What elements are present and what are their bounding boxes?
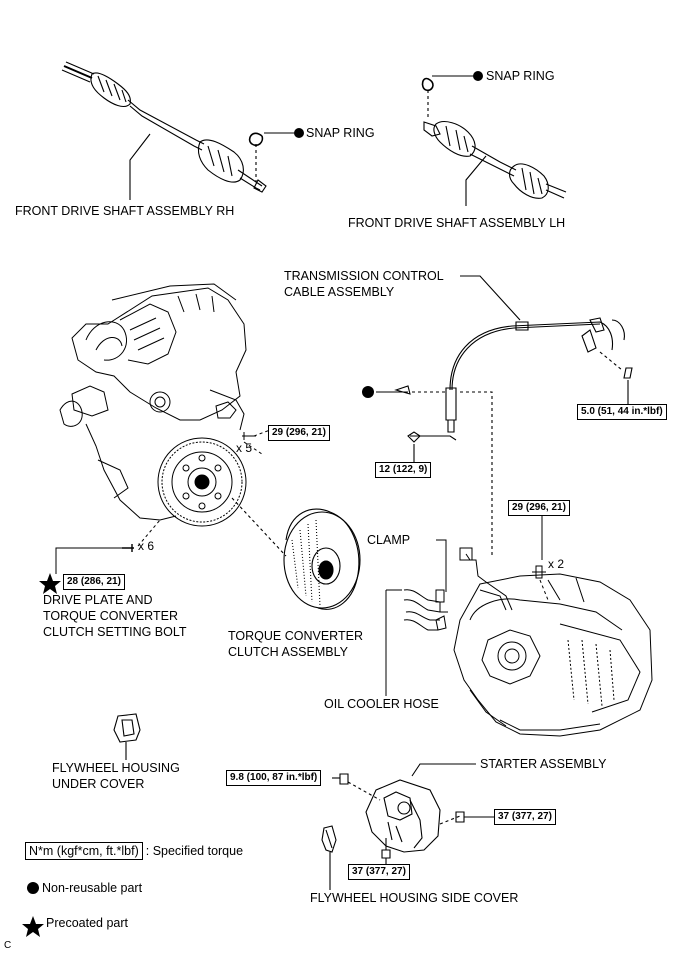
torque-28-bolt: 28 (286, 21)	[63, 574, 125, 590]
drive-plate-label-3: CLUTCH SETTING BOLT	[43, 625, 187, 639]
front-drive-shaft-lh-drawing	[421, 75, 567, 206]
transmission-cable-label-2: CABLE ASSEMBLY	[284, 285, 395, 299]
flywheel-side-cover-label: FLYWHEEL HOUSING SIDE COVER	[310, 891, 519, 905]
qty-x2: x 2	[548, 557, 565, 571]
transmission-cable-drawing	[376, 275, 633, 556]
oil-cooler-hose-label: OIL COOLER HOSE	[324, 697, 439, 711]
starter-drawing	[321, 763, 494, 890]
transmission-cable-label-1: TRANSMISSION CONTROL	[284, 269, 444, 283]
snap-ring-lh-dot	[473, 71, 483, 81]
front-drive-shaft-rh-drawing	[61, 61, 267, 200]
torque-5-bracket: 5.0 (51, 44 in.*lbf)	[577, 404, 667, 420]
legend-torque-desc: : Specified torque	[145, 844, 244, 858]
torque-37-starter-right: 37 (377, 27)	[494, 809, 556, 825]
qty-x5: x 5	[236, 441, 253, 455]
front-drive-shaft-lh-label: FRONT DRIVE SHAFT ASSEMBLY LH	[348, 216, 566, 230]
engine-drawing	[55, 283, 271, 574]
snap-ring-rh-dot	[294, 128, 304, 138]
drive-plate-label-2: TORQUE CONVERTER	[43, 609, 178, 623]
legend-non-reusable: Non-reusable part	[42, 881, 143, 895]
legend-precoated: Precoated part	[46, 916, 128, 930]
torque-converter-drawing	[231, 497, 361, 610]
legend-torque-unit: N*m (kgf*cm, ft.*lbf)	[25, 842, 143, 860]
cable-clip-dot	[362, 386, 374, 398]
corner-code: C	[4, 940, 12, 951]
legend-precoated-star-icon	[22, 916, 44, 937]
snap-ring-rh-drawing	[248, 132, 296, 182]
front-drive-shaft-rh-label: FRONT DRIVE SHAFT ASSEMBLY RH	[15, 204, 235, 218]
snap-ring-rh-label: SNAP RING	[306, 126, 375, 140]
flywheel-under-cover-label-1: FLYWHEEL HOUSING	[52, 761, 180, 775]
torque-9-8-starter: 9.8 (100, 87 in.*lbf)	[226, 770, 322, 786]
torque-12-cable: 12 (122, 9)	[375, 462, 432, 478]
clamp-label: CLAMP	[367, 533, 411, 547]
flywheel-under-cover-drawing	[113, 713, 141, 760]
starter-label: STARTER ASSEMBLY	[480, 757, 607, 771]
snap-ring-lh-label: SNAP RING	[486, 69, 555, 83]
legend-torque: N*m (kgf*cm, ft.*lbf): Specified torque	[25, 842, 244, 860]
legend-non-reusable-dot	[27, 882, 39, 894]
precoated-star-icon	[39, 573, 61, 594]
flywheel-under-cover-label-2: UNDER COVER	[52, 777, 145, 791]
torque-29-engine: 29 (296, 21)	[268, 425, 330, 441]
torque-29-trans: 29 (296, 21)	[508, 500, 570, 516]
torque-converter-label-2: CLUTCH ASSEMBLY	[228, 645, 348, 659]
torque-converter-label-1: TORQUE CONVERTER	[228, 629, 363, 643]
qty-x6: x 6	[138, 539, 155, 553]
torque-37-starter-bottom: 37 (377, 27)	[348, 864, 410, 880]
transmission-drawing	[385, 516, 653, 737]
drive-plate-label-1: DRIVE PLATE AND	[43, 593, 153, 607]
